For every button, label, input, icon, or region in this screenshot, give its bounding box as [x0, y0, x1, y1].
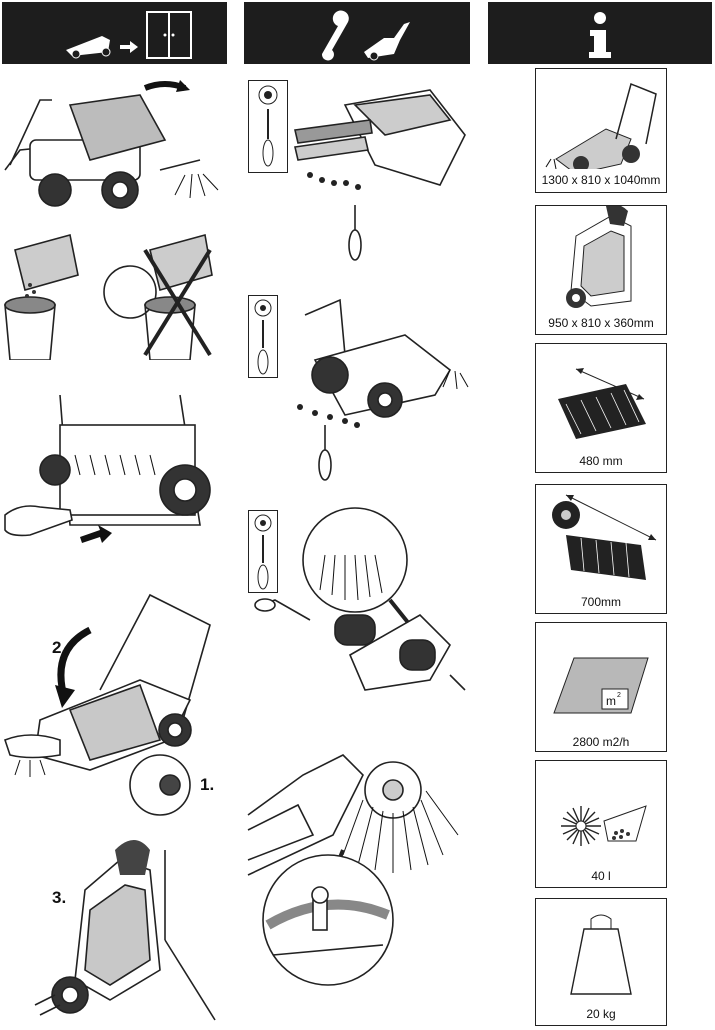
spec-panel-area: m 2 2800 m2/h	[535, 622, 667, 752]
spec-panel-volume: 40 l	[535, 760, 667, 888]
main-brush-length-icon	[558, 368, 646, 439]
spec-panel-brush-width: 700mm	[535, 484, 667, 614]
screwdriver-card-2	[248, 295, 278, 378]
header-maintenance	[244, 2, 470, 64]
step-1-label: 1.	[200, 775, 215, 794]
empty-container-illustration	[4, 80, 219, 209]
area-performance-icon: m 2	[553, 657, 649, 714]
screwdriver-icon	[258, 85, 278, 167]
sweeper-dimensions-icon	[545, 82, 657, 169]
spec-value: 40 l	[591, 869, 611, 883]
emptying-bin-illustration	[4, 233, 213, 360]
weight-icon	[570, 914, 632, 995]
brush-replacement-illustration	[254, 507, 466, 691]
header-info	[488, 2, 712, 64]
screwdriver-card-3	[248, 510, 278, 593]
maintenance-icon	[321, 10, 410, 61]
spec-value: 1300 x 810 x 1040mm	[541, 173, 661, 187]
folded-sweeper-icon	[566, 206, 632, 308]
spec-panel-brush-length: 480 mm	[535, 343, 667, 473]
spec-value: 480 mm	[579, 454, 623, 468]
brush-width-icon	[552, 494, 657, 580]
spec-panel-weight: 20 kg	[535, 898, 667, 1026]
main-brush-cover-illustration	[297, 298, 469, 481]
container-volume-icon	[561, 805, 647, 846]
step-3-label: 3.	[52, 888, 67, 907]
spec-value: 20 kg	[586, 1007, 616, 1021]
storage-icon	[66, 11, 192, 59]
area-unit-superscript: 2	[617, 692, 621, 699]
pull-out-bin-illustration	[4, 394, 211, 543]
upright-storage-illustration	[34, 840, 216, 1021]
screwdriver-card-1	[248, 80, 288, 173]
side-brush-removal-illustration	[294, 89, 466, 261]
side-brush-detail-illustration	[247, 754, 459, 986]
fold-handle-illustration	[4, 593, 211, 816]
info-icon	[589, 12, 611, 58]
screwdriver-icon	[254, 299, 272, 375]
spec-value: 700mm	[580, 595, 621, 609]
area-unit-letter: m	[606, 694, 616, 708]
header-storage	[2, 2, 227, 64]
spec-value: 2800 m2/h	[572, 735, 630, 749]
step-2-label: 2.	[52, 638, 67, 657]
screwdriver-icon	[254, 514, 272, 590]
spec-value: 950 x 810 x 360mm	[548, 316, 654, 330]
spec-panel-folded: 950 x 810 x 360mm	[535, 205, 667, 335]
spec-panel-dimensions: 1300 x 810 x 1040mm	[535, 68, 667, 193]
